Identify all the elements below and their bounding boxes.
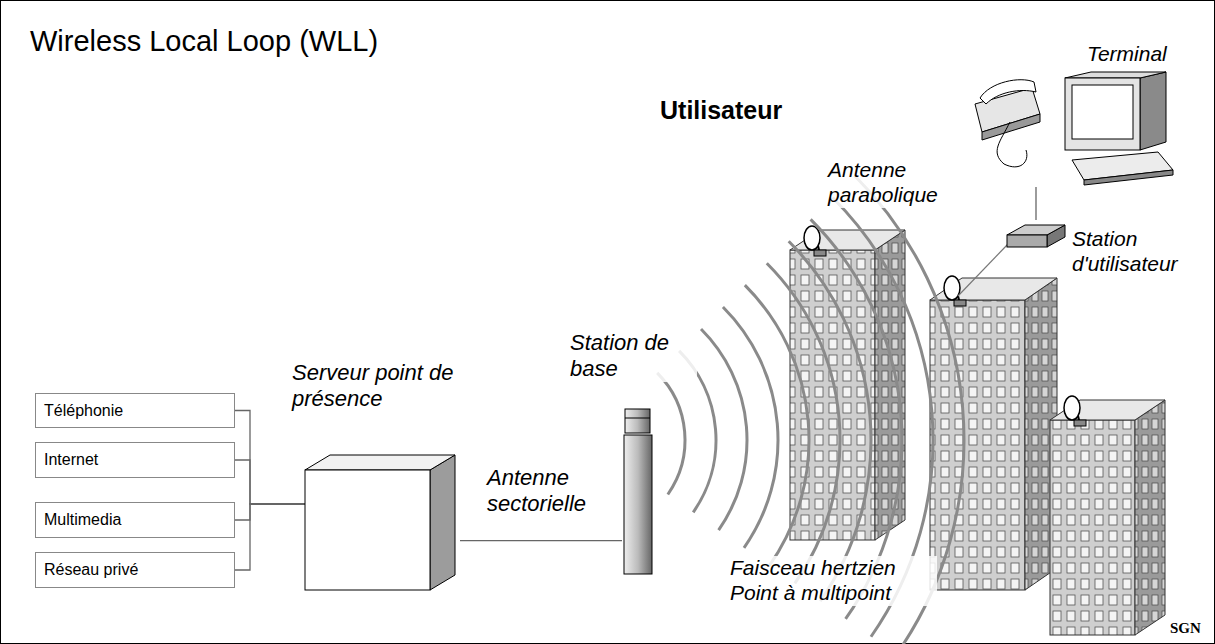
node-caption: Station d'utilisateur xyxy=(1070,227,1206,277)
radio-wave xyxy=(657,373,685,495)
radio-wave xyxy=(745,285,809,565)
diagram-title: Wireless Local Loop (WLL) xyxy=(30,24,378,58)
radio-wave xyxy=(789,241,871,601)
user-heading: Utilisateur xyxy=(658,96,784,126)
radio-waves xyxy=(657,176,964,644)
watermark: SGN xyxy=(1168,620,1203,638)
terminal-figure xyxy=(970,72,1175,187)
node-caption: Station de base xyxy=(568,330,697,382)
radio-wave xyxy=(701,329,747,530)
service-label: Internet xyxy=(36,451,106,469)
link-line xyxy=(1035,187,1036,220)
service-label: Multimedia xyxy=(36,511,129,529)
link-line xyxy=(235,460,305,504)
node-caption: Antenne sectorielle xyxy=(485,465,619,517)
tower-figure xyxy=(622,408,654,576)
link-line xyxy=(235,411,305,505)
service-box: Réseau privé xyxy=(35,552,235,588)
tower-node: Station de baseAntenne sectorielle xyxy=(480,325,705,577)
service-label: Téléphonie xyxy=(36,402,131,420)
service-box: Internet xyxy=(35,442,235,478)
building xyxy=(1050,396,1165,635)
node-caption: Serveur point de présence xyxy=(290,360,494,412)
link-line xyxy=(460,540,622,541)
service-box: Téléphonie xyxy=(35,393,235,428)
service-label: Réseau privé xyxy=(36,561,146,579)
building xyxy=(790,226,905,540)
terminal-node: Terminal xyxy=(965,40,1180,190)
user-cable xyxy=(958,244,1008,296)
modem-node: Station d'utilisateur xyxy=(1000,215,1205,300)
dish-label: Antenne parabolique xyxy=(826,158,962,208)
parabolic-dish xyxy=(1064,396,1086,426)
beam-label: Faisceau hertzien Point à multipoint xyxy=(728,556,937,606)
cube-figure xyxy=(305,455,460,595)
node-caption: Terminal xyxy=(1085,42,1179,67)
link-line xyxy=(235,504,305,520)
radio-wave xyxy=(767,263,840,583)
radio-wave xyxy=(723,307,778,548)
modem-figure xyxy=(1005,220,1067,252)
service-box: Multimedia xyxy=(35,502,235,538)
link-line xyxy=(235,504,305,570)
